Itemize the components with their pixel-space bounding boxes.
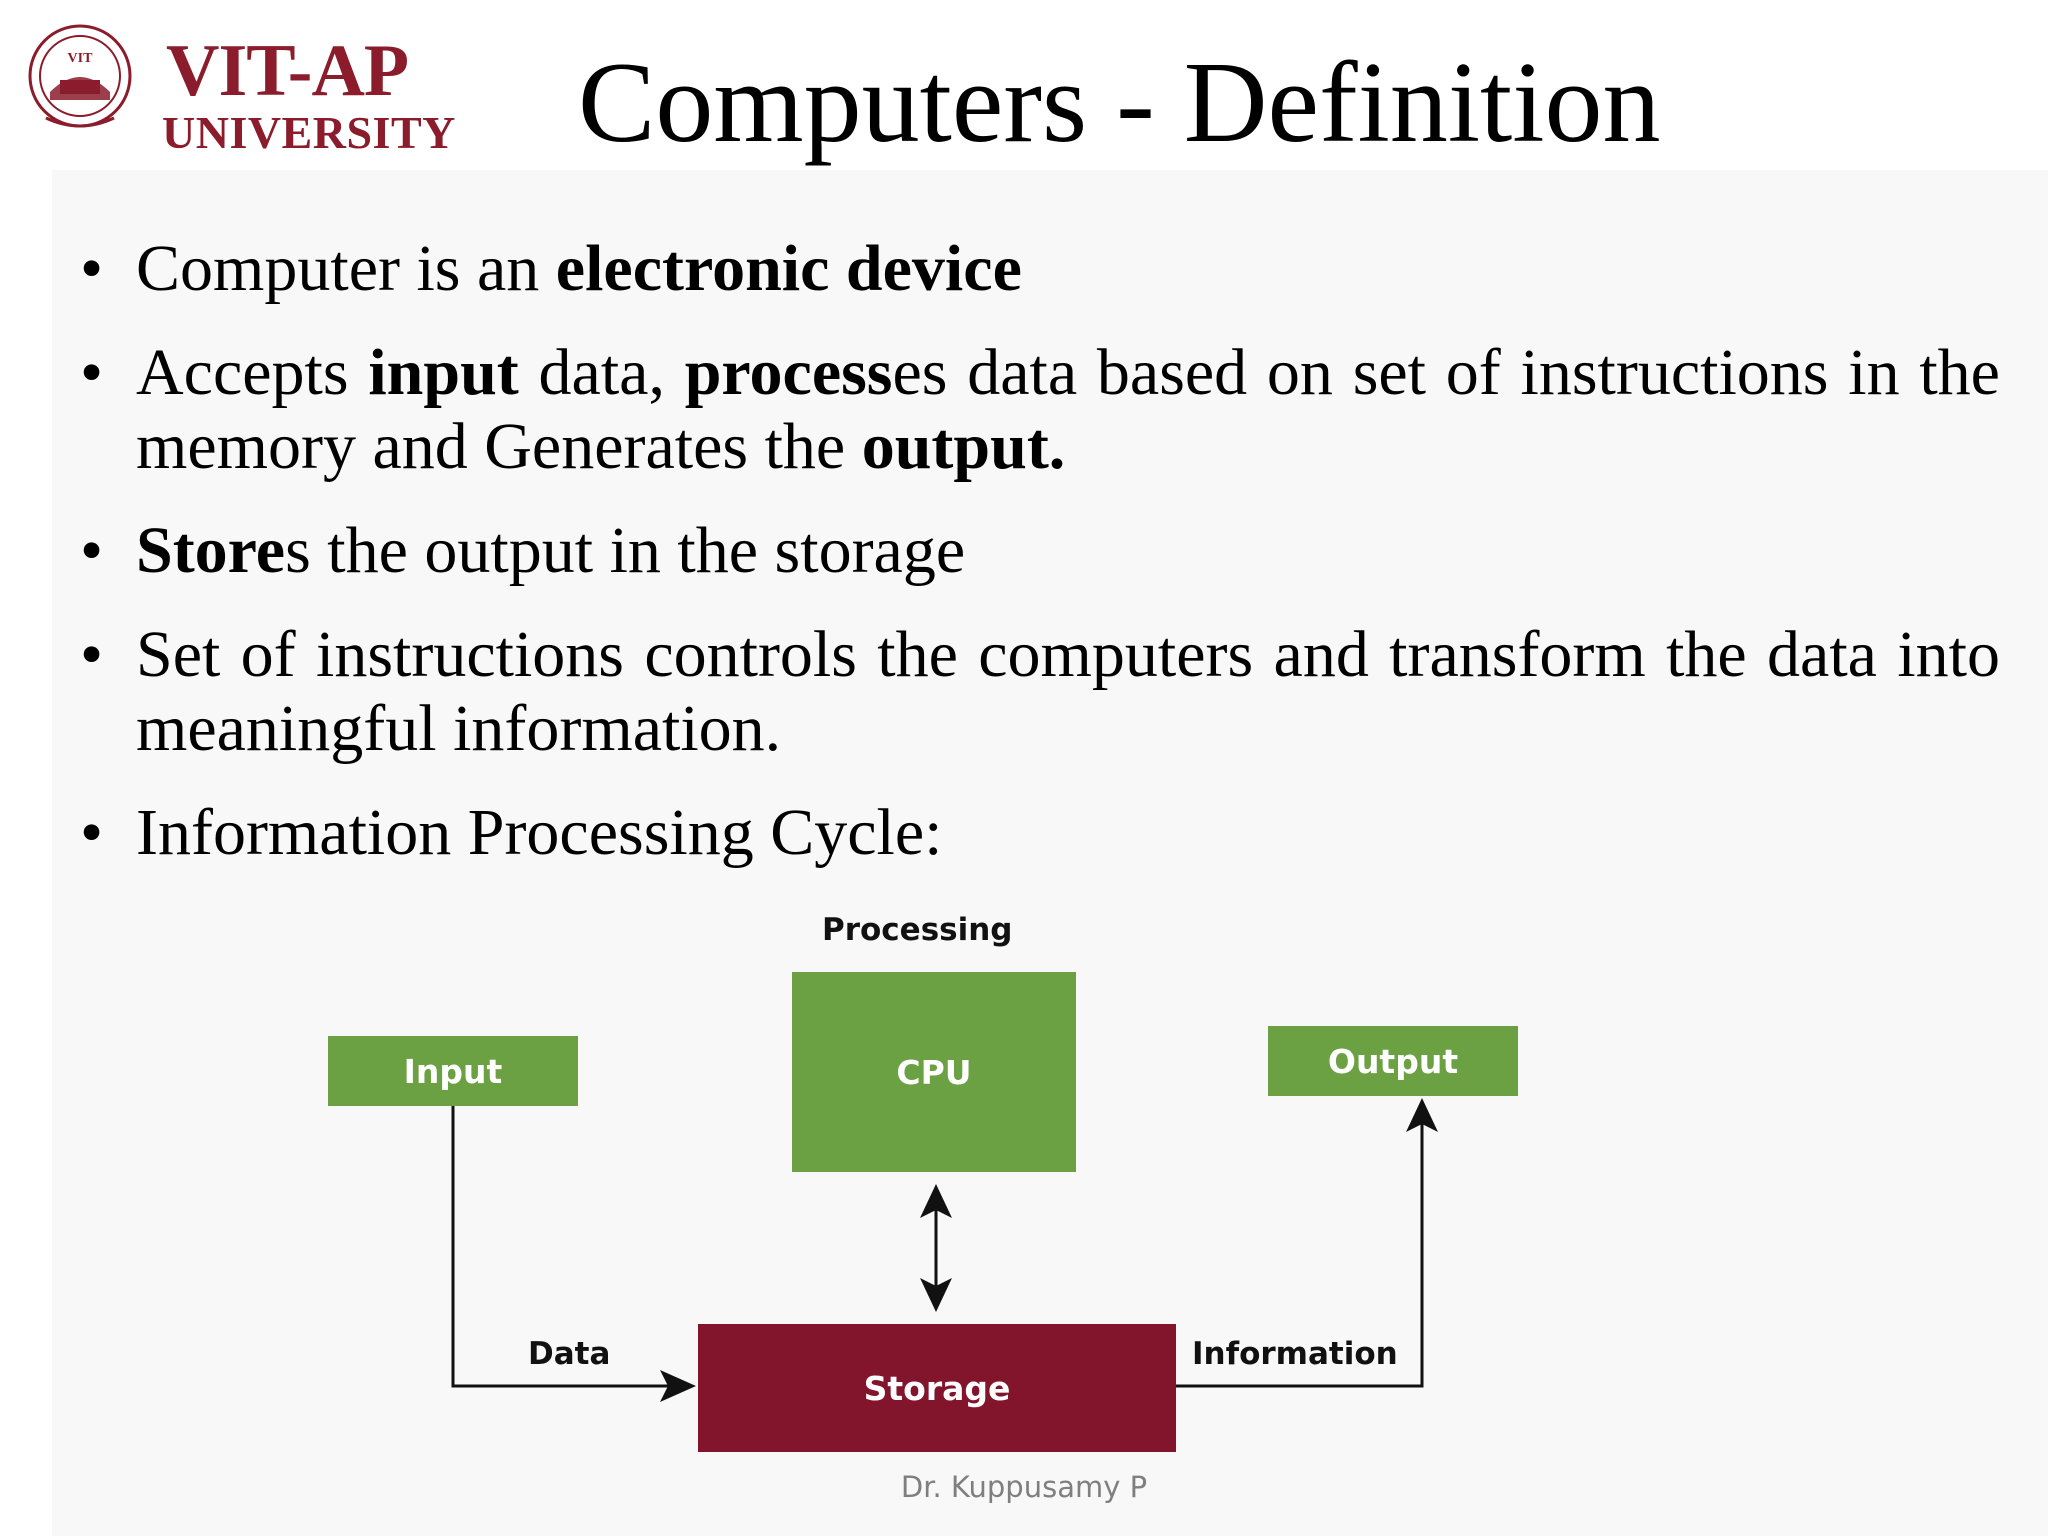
text: Computer is an xyxy=(136,232,556,305)
svg-text:VIT: VIT xyxy=(68,51,94,66)
slide-background xyxy=(52,170,2048,1536)
output-box: Output xyxy=(1268,1026,1518,1096)
text: Set of instructions controls the compute… xyxy=(136,618,2000,765)
bullet-dot-icon: • xyxy=(80,336,104,409)
logo-wordmark: VIT-AP xyxy=(166,30,409,112)
text: data, xyxy=(518,336,685,409)
bullet-dot-icon: • xyxy=(80,514,104,587)
bullet-item: • Accepts input data, processes data base… xyxy=(80,336,2000,484)
bold-text: process xyxy=(684,336,893,409)
input-box: Input xyxy=(328,1036,578,1106)
university-logo: VIT VIT-AP UNIVERSITY xyxy=(26,22,455,156)
bullet-item: • Set of instructions controls the comput… xyxy=(80,618,2000,766)
bold-text: electronic device xyxy=(555,232,1022,305)
bold-text: input xyxy=(368,336,519,409)
text: s the output in the storage xyxy=(285,514,966,587)
footer-author: Dr. Kuppusamy P xyxy=(900,1470,1148,1504)
page-title: Computers - Definition xyxy=(578,39,1661,167)
university-seal-icon: VIT xyxy=(28,24,132,128)
text: Information Processing Cycle: xyxy=(136,796,943,869)
processing-label: Processing xyxy=(822,912,1013,948)
text: Accepts xyxy=(136,336,369,409)
bullet-item: • Information Processing Cycle: xyxy=(80,796,2000,870)
cpu-box: CPU xyxy=(792,972,1076,1172)
information-label: Information xyxy=(1192,1336,1398,1372)
bullet-dot-icon: • xyxy=(80,232,104,305)
text: es data based on set of instructions in … xyxy=(136,336,2000,483)
bold-text: Store xyxy=(136,514,286,587)
bullet-list: • Computer is an electronic device • Accept… xyxy=(80,232,2000,900)
storage-box: Storage xyxy=(698,1324,1176,1452)
bullet-item: • Stores the output in the storage xyxy=(80,514,2000,588)
data-label: Data xyxy=(528,1336,611,1372)
bullet-dot-icon: • xyxy=(80,796,104,869)
bullet-dot-icon: • xyxy=(80,618,104,691)
logo-subtitle: UNIVERSITY xyxy=(162,107,456,158)
bold-text: output. xyxy=(861,410,1066,483)
bullet-item: • Computer is an electronic device xyxy=(80,232,2000,306)
